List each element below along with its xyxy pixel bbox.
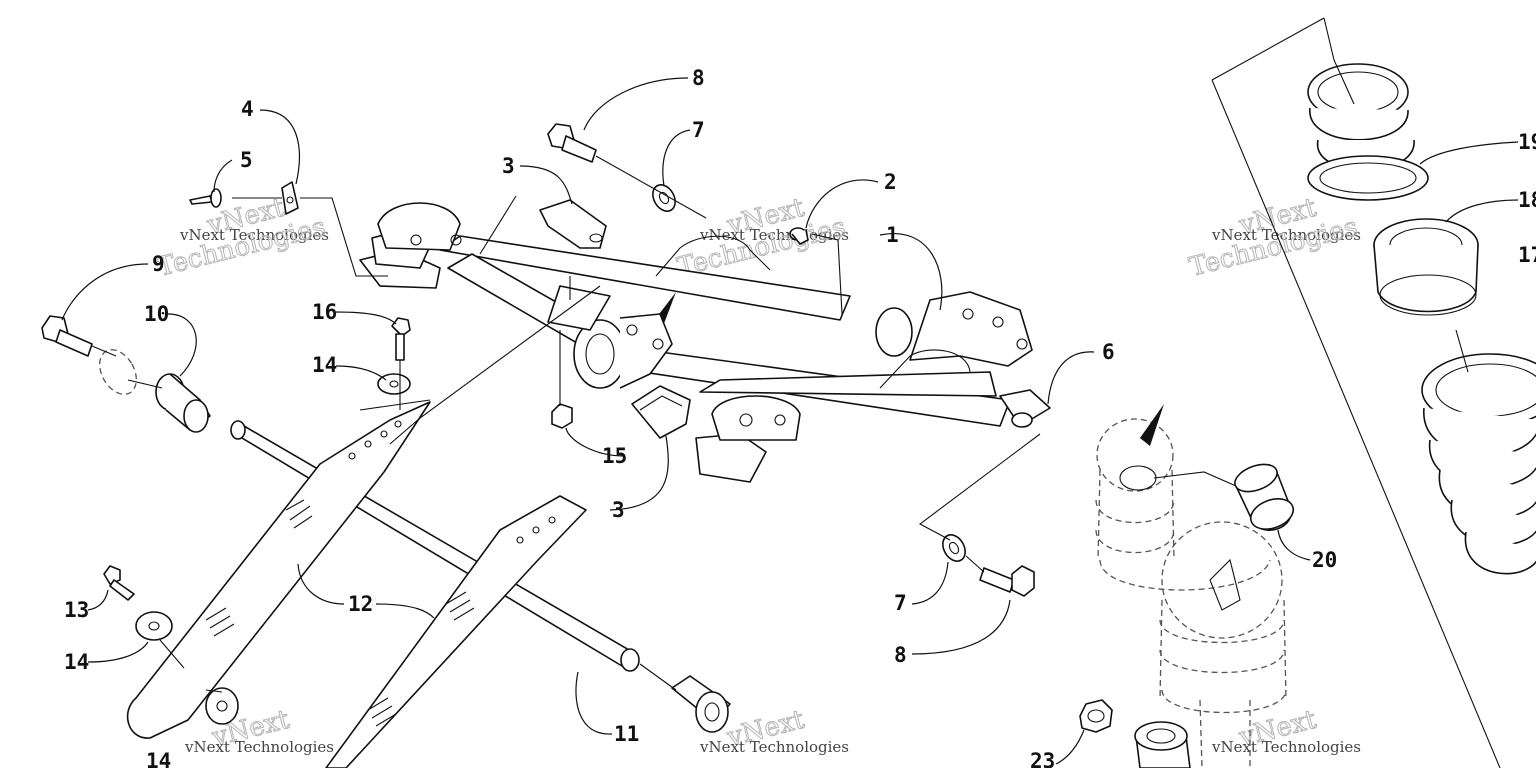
bushing-shaft-end [671,675,731,733]
watermark-text: vNext Technologies [179,226,329,244]
callout-7: 7 [894,591,907,615]
callout-labels: 1 2 3 3 4 5 6 7 7 8 8 9 10 11 12 13 14 1… [64,66,1536,768]
grease-fitting-2 [789,227,809,245]
washer-14-left [135,611,173,641]
callout-11: 11 [614,722,639,746]
callout-10: 10 [144,302,169,326]
washer-behind-bolt [99,349,137,395]
bolt-8-right [979,565,1035,597]
watermark: vNext vNext Technologies [699,704,849,756]
callout-2: 2 [884,170,897,194]
callout-8: 8 [894,643,907,667]
callout-23: 23 [1030,749,1055,768]
watermark: vNext vNext Technologies Technologies [154,192,329,283]
bolt-16 [391,317,411,361]
lock-washer-7-right [942,534,966,562]
washer-14-upper [377,373,411,395]
clip-4 [281,181,299,215]
callout-20: 20 [1312,548,1337,572]
callout-16: 16 [312,300,337,324]
bushing-10 [155,373,211,433]
washer-14-bottom [205,687,239,725]
stop-block-lower [631,385,691,439]
callout-5: 5 [240,148,253,172]
callout-6: 6 [1102,340,1115,364]
callout-14: 14 [146,749,171,768]
callout-13: 13 [64,598,89,622]
watermark-text: vNext Technologies [1211,738,1361,756]
rivet-5 [189,188,222,208]
bolt-9 [41,315,93,357]
callout-14: 14 [64,650,89,674]
leader-lines [61,17,1519,765]
rear-arm-assembly [359,202,1051,483]
callout-14: 14 [312,353,337,377]
spring-lower [1421,353,1536,575]
callout-18: 18 [1518,188,1536,212]
watermark-text: vNext Technologies [1211,226,1361,244]
callout-19: 19 [1518,130,1536,154]
nut-15 [551,403,573,429]
callout-7: 7 [692,118,705,142]
callout-3: 3 [502,154,515,178]
callout-3: 3 [612,498,625,522]
callout-8: 8 [692,66,705,90]
nut-23 [1079,699,1113,733]
arrow-marker [1140,404,1164,446]
bushing-20 [1234,463,1295,531]
watermark: vNext vNext Technologies Technologies [1186,192,1361,283]
idler-arm-right [325,495,587,768]
callout-4: 4 [241,97,254,121]
callout-9: 9 [152,252,165,276]
callout-1: 1 [886,223,899,247]
bolt-13 [103,565,135,601]
bolt-8-upper [547,123,597,163]
spring-upper [1307,63,1429,201]
watermark-text: vNext Technologies [699,738,849,756]
shock-absorber-phantom [1095,418,1287,768]
callout-12: 12 [348,592,373,616]
spring-panel-outline [1211,17,1501,768]
lock-washer-7-upper [652,184,676,212]
spring-seat-collar [1373,218,1479,316]
shaft-6-guide [918,433,1041,541]
watermark-text: vNext Technologies [184,738,334,756]
idler-arm-left [126,399,431,739]
callout-17: 17 [1518,243,1536,267]
bushing-lower [1134,721,1191,768]
watermark: vNext vNext Technologies [1211,704,1361,756]
callout-15: 15 [602,444,627,468]
stop-block-upper [539,199,607,249]
